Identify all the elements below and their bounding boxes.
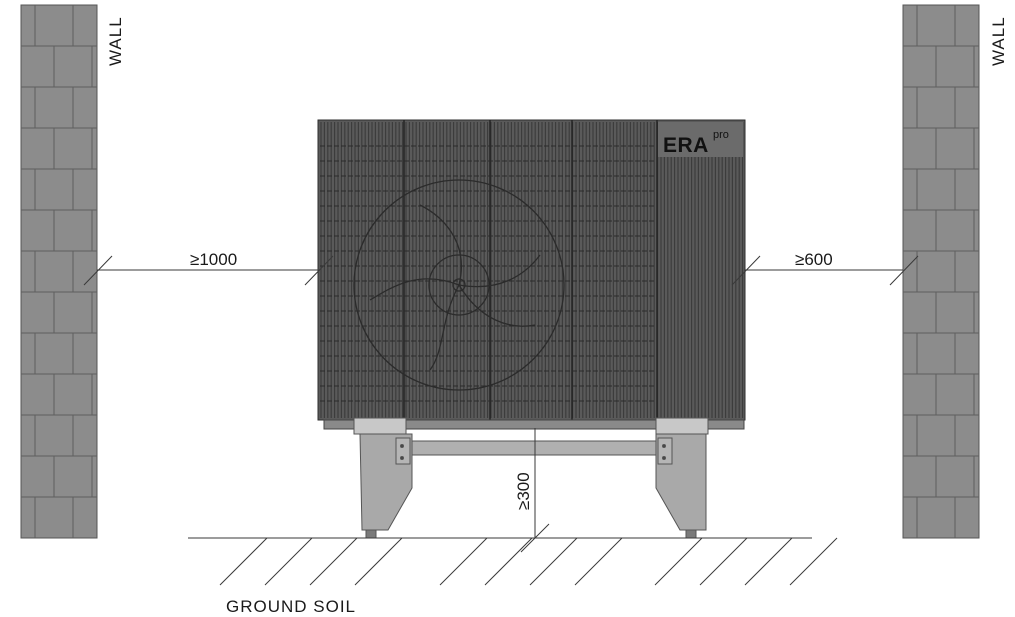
right-wall [902,4,980,539]
ground [188,537,838,586]
wall-label-right: WALL [989,16,1008,66]
left-wall [20,4,98,539]
brand-logo: ERA [663,134,709,157]
mounting-stand [359,433,707,539]
heat-pump-unit: ERA pro [317,119,746,435]
dimension-height-label: ≥300 [514,472,533,510]
dimension-height [520,428,550,553]
dimension-right-label: ≥600 [795,250,833,269]
fan-guard [353,179,565,391]
ground-label: GROUND SOIL [226,597,356,616]
logo-panel [658,122,743,157]
wall-label-left: WALL [106,16,125,66]
dimension-left [83,255,334,286]
dimension-left-label: ≥1000 [190,250,237,269]
dimension-right [731,255,919,286]
brand-logo-suffix: pro [713,129,729,141]
